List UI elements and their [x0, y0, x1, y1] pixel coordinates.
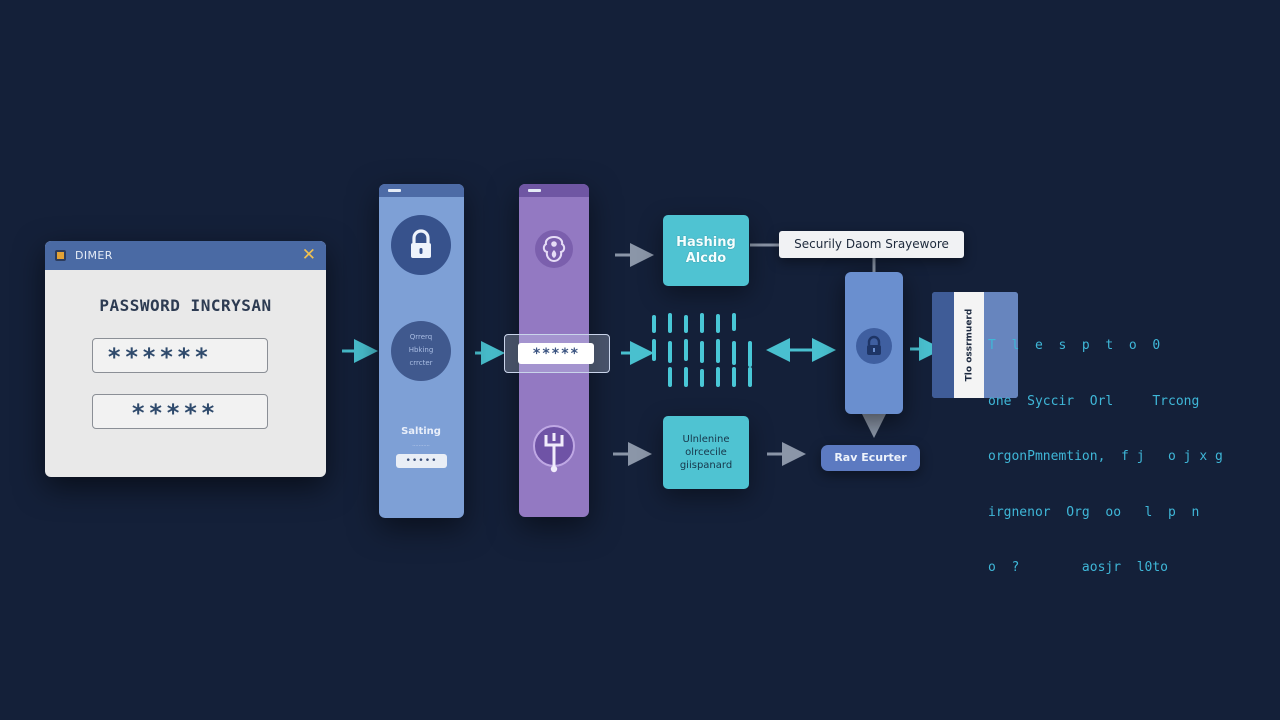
password-field-1[interactable]: ****** — [92, 338, 268, 373]
masked-input-box: ***** — [504, 334, 610, 373]
key-icon — [533, 425, 575, 473]
cipher-line: T l e s p t o 0 — [988, 338, 1161, 353]
close-icon[interactable]: ✕ — [301, 245, 316, 265]
security-callout: Securily Daom Srayewore — [779, 231, 964, 258]
padlock-icon — [856, 328, 892, 364]
shield-pattern-icon — [535, 230, 573, 268]
query-circle-text: Qrrerq Hbking crrcter — [408, 333, 434, 367]
encrypted-document-panel: Tlo ossrmuerd — [932, 292, 1018, 398]
cipher-line: irgnenor Org oo l p n — [988, 504, 1200, 520]
salting-sub-label: ........... — [412, 442, 430, 448]
doc-label: Tlo ossrmuerd — [964, 308, 974, 382]
login-heading: PASSWORD INCRYSAN — [99, 296, 272, 315]
column-header-bar — [519, 184, 589, 197]
app-icon — [55, 250, 66, 261]
doc-right-strip — [984, 292, 1018, 398]
unlinking-box: Ulnlenine olrcecile giispanard — [663, 416, 749, 489]
data-stream-bars — [652, 313, 752, 387]
salting-mini-field: ••••• — [396, 454, 447, 468]
hashing-box: Hashing Alcdo — [663, 215, 749, 286]
masked-value: ***** — [518, 343, 594, 364]
query-circle-icon — [391, 321, 451, 381]
cipher-text-stream: T l e s p t o 0 one Syccir Orl Trcong or… — [988, 300, 1276, 596]
column-header-bar — [379, 184, 464, 197]
password-login-window: DIMER ✕ PASSWORD INCRYSAN ****** ***** — [45, 241, 326, 477]
raw-output-button[interactable]: Rav Ecurter — [821, 445, 920, 471]
login-titlebar: DIMER ✕ — [45, 241, 326, 270]
doc-label-strip: Tlo ossrmuerd — [954, 292, 984, 398]
hashing-label: Hashing Alcdo — [676, 234, 736, 266]
padlock-icon — [391, 215, 451, 275]
cipher-line: one Syccir Orl Trcong — [988, 393, 1200, 409]
window-title: DIMER — [75, 249, 113, 262]
cipher-line: orgonPmnemtion, f j o j x g — [988, 449, 1223, 464]
cipher-line: o ? aosjr l0to — [988, 560, 1169, 575]
unlinking-label: Ulnlenine olrcecile giispanard — [679, 434, 733, 471]
doc-dark-strip — [932, 292, 954, 398]
password-field-2[interactable]: ***** — [92, 394, 268, 429]
salting-label: Salting — [401, 426, 441, 437]
